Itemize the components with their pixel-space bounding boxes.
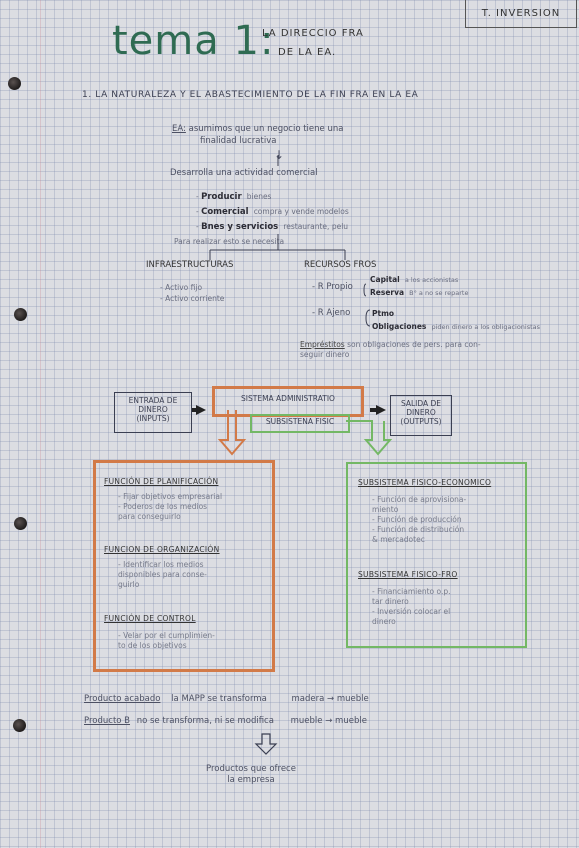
- propio-item: Capital a los accionistas: [370, 275, 459, 284]
- infra-item: - Activo corriente: [160, 294, 225, 303]
- admin-function-control: FUNCIÓN DE CONTROL - Velar por el cumpli…: [104, 614, 215, 650]
- intro-line1: EA: asumimos que un negocio tiene una: [172, 124, 343, 134]
- subsystem-financial: SUBSISTEMA FISICO-FRO - Financiamiento o…: [358, 570, 458, 626]
- subsystem-economic: SUBSISTEMA FISICO-ECONOMICO - Función de…: [358, 478, 492, 544]
- down-arrow-icon: ↓: [274, 148, 285, 162]
- intro-item: Para realizar esto se necesita: [174, 237, 285, 246]
- infra-heading: INFRAESTRUCTURAS: [146, 260, 234, 270]
- product-finished-line: Producto acabado la MAPP se transforma m…: [84, 694, 369, 704]
- title-sub-line2: DE LA EA.: [278, 47, 337, 58]
- header-topic-box: T. INVERSION: [465, 0, 577, 28]
- ajeno-item: Obligaciones piden dinero a los obligaci…: [372, 322, 541, 331]
- admin-function-organization: FUNCION DE ORGANIZACIÓN - Identificar lo…: [104, 545, 220, 589]
- section-heading: 1. LA NATURALEZA Y EL ABASTECIMIENTO DE …: [82, 90, 419, 100]
- binder-hole-top: [8, 77, 21, 90]
- ajeno-label: - R Ajeno: [312, 308, 351, 318]
- page-title: tema 1:: [112, 18, 274, 64]
- title-sub-line1: LA DIRECCIO FRA: [262, 28, 364, 39]
- intro-text-1: asumimos que un negocio tiene una: [188, 124, 344, 134]
- infra-list: - Activo fijo - Activo corriente: [160, 282, 224, 304]
- admin-functions-box: [93, 460, 275, 672]
- develops-line: Desarrolla una actividad comercial: [170, 168, 318, 178]
- binder-hole-lower: [14, 517, 27, 530]
- ajeno-item: Ptmo: [372, 309, 395, 318]
- intro-item-list: - Producir bienes - Comercial compra y v…: [174, 188, 349, 248]
- ajeno-list: Ptmo Obligaciones piden dinero a los obl…: [372, 306, 540, 332]
- product-b-line: Producto B no se transforma, ni se modif…: [84, 716, 367, 726]
- conclusion-text: Productos que ofrece la empresa: [206, 764, 296, 785]
- propio-item: Reserva B° a no se reparte: [370, 288, 469, 297]
- binder-hole-bottom: [13, 719, 26, 732]
- binder-hole-middle: [14, 308, 27, 321]
- ea-label: EA:: [172, 124, 186, 134]
- intro-item: - Comercial compra y vende modelos: [196, 207, 349, 217]
- propio-label: - R Propio: [312, 282, 353, 292]
- title-colon: :: [259, 18, 275, 64]
- intro-line2: finalidad lucrativa: [200, 136, 277, 146]
- intro-item: - Bnes y servicios restaurante, pelu: [196, 222, 349, 232]
- title-subtitle: LA DIRECCIO FRA DE LA EA.: [262, 24, 364, 62]
- title-main: tema 1: [112, 18, 260, 64]
- margin-line: [40, 0, 41, 848]
- admin-function-planning: FUNCIÓN DE PLANIFICACIÓN - Fijar objetiv…: [104, 477, 223, 521]
- infra-item: - Activo fijo: [160, 283, 203, 292]
- intro-item: - Producir bienes: [196, 192, 272, 202]
- physical-subsystems-box: [346, 462, 527, 648]
- recursos-heading: RECURSOS FROS: [304, 260, 377, 270]
- propio-list: Capital a los accionistas Reserva B° a n…: [370, 272, 468, 298]
- subsystem-box: SUBSISTENA FISIC: [250, 414, 350, 433]
- emprestitos-note: Empréstitos son obligaciones de pers. pa…: [300, 340, 481, 359]
